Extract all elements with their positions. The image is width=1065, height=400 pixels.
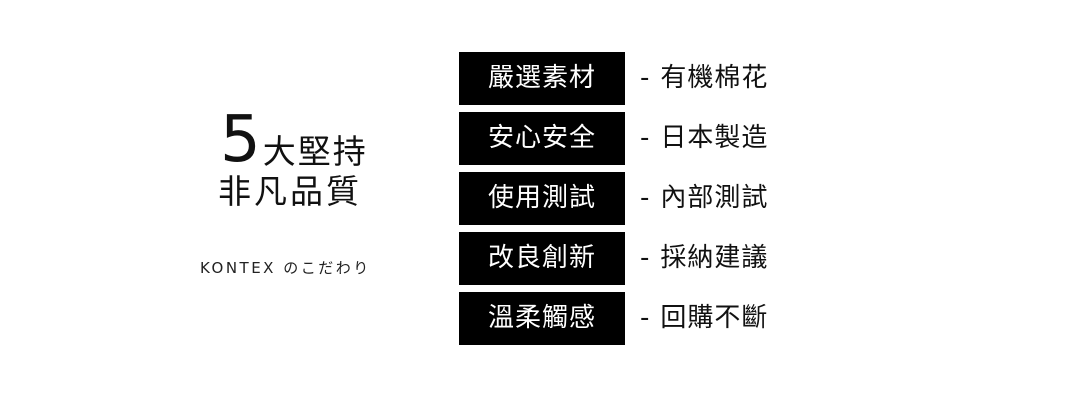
dash: - (640, 243, 651, 273)
feature-description: -回購不斷 (640, 292, 768, 345)
feature-description: -日本製造 (640, 112, 768, 165)
dash: - (640, 63, 651, 93)
feature-description: -採納建議 (640, 232, 768, 285)
dash: - (640, 123, 651, 153)
hero-number: 5 (220, 103, 261, 177)
feature-description: -內部測試 (640, 172, 768, 225)
feature-label: 嚴選素材 (459, 52, 625, 105)
feature-description-text: 有機棉花 (660, 63, 769, 93)
hero-subtitle: KONTEX のこだわり (200, 259, 371, 277)
dash: - (640, 303, 651, 333)
hero-title-line-2: 非凡品質 (218, 172, 362, 211)
feature-label: 溫柔觸感 (459, 292, 625, 345)
feature-description-text: 採納建議 (660, 243, 769, 273)
hero-line-1: 5大堅持 (220, 108, 368, 172)
feature-label: 安心安全 (459, 112, 625, 165)
feature-description-text: 內部測試 (660, 183, 769, 213)
hero-title-line-1: 大堅持 (262, 132, 368, 171)
feature-label: 使用測試 (459, 172, 625, 225)
dash: - (640, 183, 651, 213)
feature-description-text: 日本製造 (660, 123, 769, 153)
feature-description-text: 回購不斷 (660, 303, 769, 333)
feature-label: 改良創新 (459, 232, 625, 285)
feature-description: -有機棉花 (640, 52, 768, 105)
